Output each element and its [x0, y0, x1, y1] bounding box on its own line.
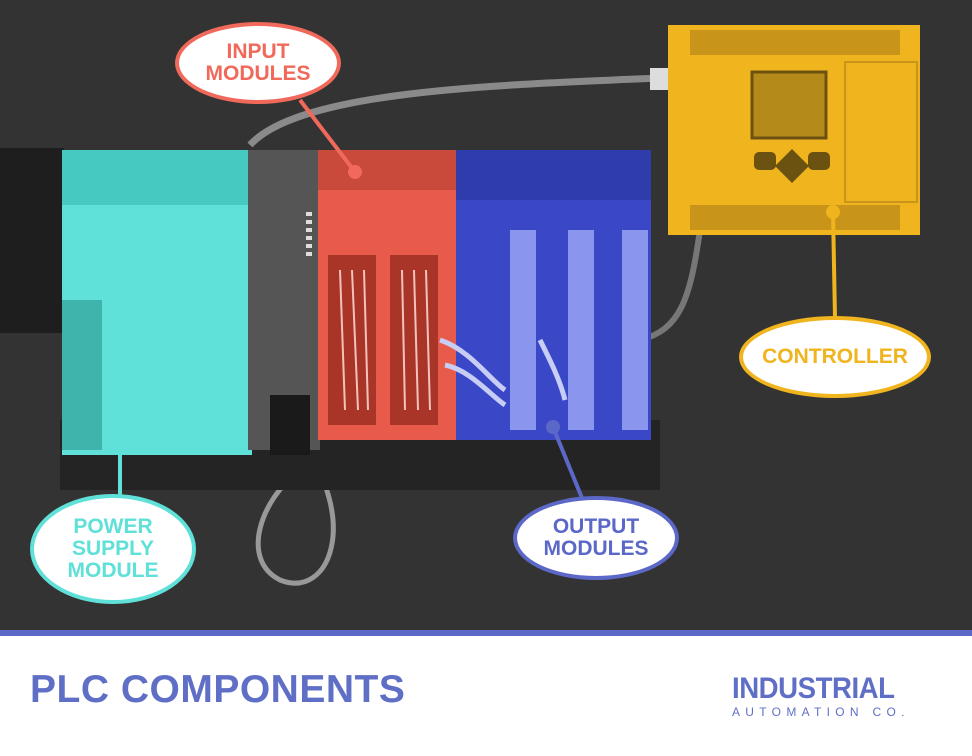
- controller-cover: [844, 61, 918, 203]
- communication-cable: [247, 74, 661, 148]
- controller-leader-line: [831, 211, 837, 319]
- output-terminal-2: [568, 230, 594, 430]
- controller-bottom-terminals: [690, 205, 900, 230]
- input-modules-top: [318, 150, 458, 190]
- controller-lcd: [750, 70, 828, 140]
- company-logo: INDUSTRIAL AUTOMATION CO.: [732, 672, 922, 720]
- accent-divider: [0, 630, 972, 636]
- power-cable: [639, 229, 703, 343]
- cpu-status-leds: [306, 212, 312, 256]
- callout-text: CONTROLLER: [762, 344, 908, 368]
- callout-text: MODULES: [543, 537, 649, 560]
- input-wires: [339, 269, 431, 411]
- callout-text: POWER: [73, 514, 153, 538]
- page-title: PLC COMPONENTS: [30, 668, 406, 711]
- controller-callout: CONTROLLER: [739, 316, 931, 398]
- input-leader-line: [298, 98, 357, 174]
- power-supply-side: [62, 300, 102, 450]
- output-leader-line: [551, 426, 584, 499]
- cable-connector: [650, 68, 670, 90]
- logo-line2: AUTOMATION CO.: [732, 705, 910, 719]
- output-terminal-3: [622, 230, 648, 430]
- plc-photo-scene: INPUT MODULES CONTROLLER POWER SUPPLY MO…: [0, 0, 972, 630]
- callout-text: SUPPLY: [71, 536, 155, 560]
- callout-text: MODULES: [205, 62, 311, 85]
- chassis-rail: [0, 148, 64, 333]
- power-supply-top: [62, 150, 252, 210]
- input-modules-callout: INPUT MODULES: [175, 22, 341, 104]
- controller-leader-dot: [826, 205, 840, 219]
- cpu-connector: [270, 395, 310, 455]
- dpad: [775, 149, 809, 183]
- callout-text: MODULE: [67, 559, 159, 583]
- callout-text: OUTPUT: [552, 514, 640, 538]
- controller-top-terminals: [690, 30, 900, 55]
- output-modules-callout: OUTPUT MODULES: [513, 496, 679, 580]
- logo-line1: INDUSTRIAL: [732, 672, 895, 705]
- loop-cable: [255, 438, 336, 586]
- input-leader-dot: [348, 165, 362, 179]
- output-leader-dot: [546, 420, 560, 434]
- callout-text: INPUT: [226, 39, 290, 63]
- plc-illustration: [0, 25, 920, 586]
- output-modules-top: [456, 150, 651, 200]
- ok-button: [808, 152, 830, 170]
- output-terminal-1: [510, 230, 536, 430]
- output-wires: [439, 337, 568, 408]
- esc-button: [754, 152, 776, 170]
- power-supply-callout: POWER SUPPLY MODULE: [30, 494, 196, 604]
- power-leader-dot: [113, 429, 127, 443]
